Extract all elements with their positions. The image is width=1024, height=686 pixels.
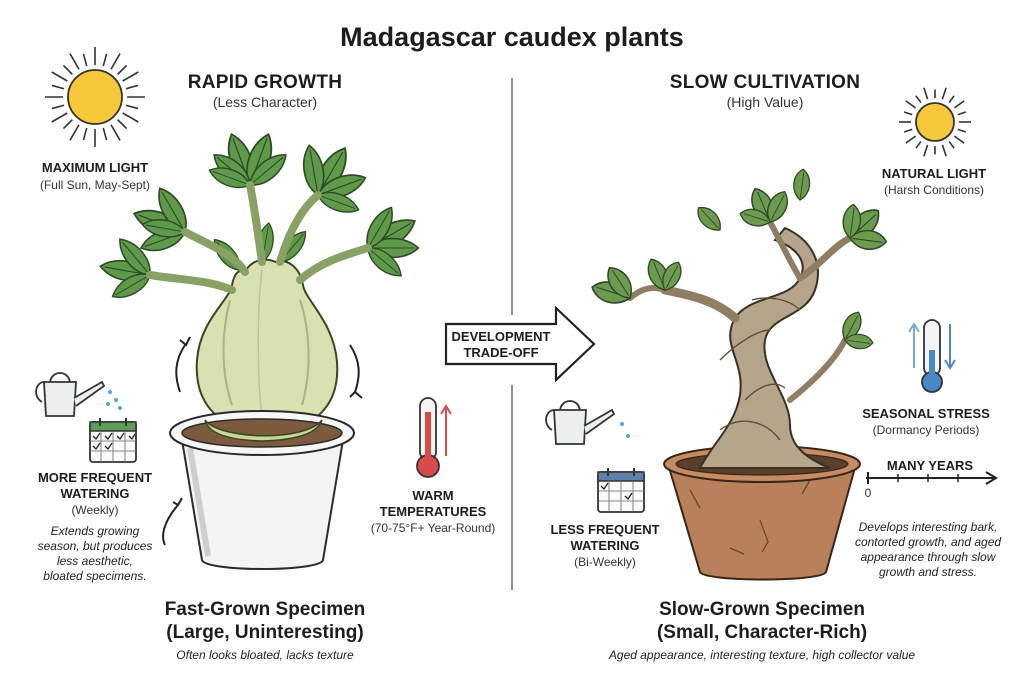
right-note-2: contorted growth, and aged <box>854 535 1002 549</box>
right-specimen-title-1: Slow-Grown Specimen <box>659 599 865 620</box>
calendar-icon <box>597 468 645 513</box>
right-watering-detail: (Bi-Weekly) <box>574 555 636 569</box>
trade-off-label-2: TRADE-OFF <box>463 345 539 360</box>
sun-icon <box>45 47 145 147</box>
right-note-4: growth and stress. <box>878 565 978 579</box>
left-heading: RAPID GROWTH <box>187 72 343 93</box>
growth-arrows <box>162 336 363 546</box>
watering-can-icon <box>545 400 630 445</box>
right-light-detail: (Harsh Conditions) <box>883 183 985 197</box>
left-caption: Often looks bloated, lacks texture <box>176 648 354 662</box>
thermometer-hot-icon <box>416 397 452 478</box>
gnarled-trunk <box>627 219 854 469</box>
right-light-label: NATURAL LIGHT <box>881 166 987 181</box>
left-watering-note-3: less aesthetic, <box>56 554 134 568</box>
left-watering-detail: (Weekly) <box>71 503 119 517</box>
left-watering-label-1: MORE FREQUENT <box>37 470 153 485</box>
left-temp-label-2: TEMPERATURES <box>379 504 487 519</box>
diagram-title: Madagascar caudex plants <box>340 22 684 52</box>
thermometer-cold-icon <box>908 319 956 393</box>
trade-off-arrow <box>444 305 596 383</box>
right-caption: Aged appearance, interesting texture, hi… <box>608 648 916 662</box>
right-watering-label-1: LESS FREQUENT <box>550 522 660 537</box>
left-watering-note-4: bloated specimens. <box>43 569 147 583</box>
left-watering-note-2: season, but produces <box>37 539 153 553</box>
left-watering-note-1: Extends growing <box>50 524 140 538</box>
timeline-start: 0 <box>864 486 872 500</box>
right-subheading: (High Value) <box>726 94 804 110</box>
right-stress-label: SEASONAL STRESS <box>862 406 990 421</box>
white-pot <box>169 410 355 570</box>
right-stress-detail: (Dormancy Periods) <box>872 423 980 437</box>
left-specimen-title-2: (Large, Uninteresting) <box>166 622 364 643</box>
right-watering-label-2: WATERING <box>570 538 640 553</box>
watering-can-icon <box>35 372 122 417</box>
calendar-icon <box>89 418 137 463</box>
sun-icon <box>899 87 971 157</box>
left-specimen-title-1: Fast-Grown Specimen <box>164 599 366 620</box>
left-subheading: (Less Character) <box>212 94 318 110</box>
left-light-detail: (Full Sun, May-Sept) <box>39 178 151 192</box>
timeline-axis <box>866 471 998 485</box>
trade-off-label-1: DEVELOPMENT <box>451 329 551 344</box>
right-heading: SLOW CULTIVATION <box>669 72 861 93</box>
caudex <box>195 258 339 434</box>
timeline-label: MANY YEARS <box>886 458 974 473</box>
left-temp-label-1: WARM <box>412 488 454 503</box>
right-note-1: Develops interesting bark, <box>858 520 998 534</box>
left-temp-detail: (70-75°F+ Year-Round) <box>370 521 496 535</box>
right-specimen-title-2: (Small, Character-Rich) <box>656 622 868 643</box>
left-watering-label-2: WATERING <box>60 486 130 501</box>
right-note-3: appearance through slow <box>860 550 996 564</box>
left-light-label: MAXIMUM LIGHT <box>41 160 149 175</box>
